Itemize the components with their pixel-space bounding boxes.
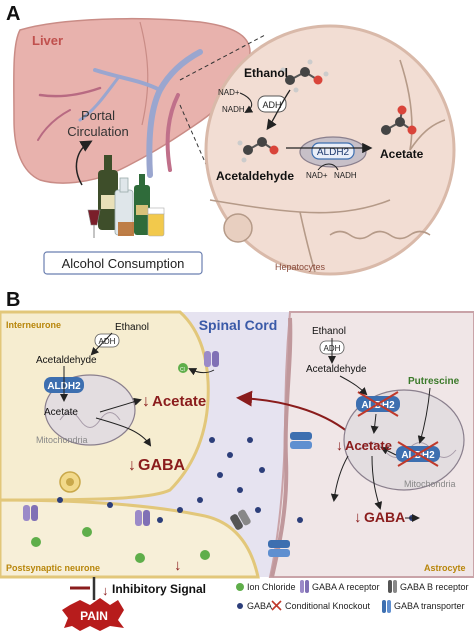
acetate-big-up-arrow: ↓ [142, 393, 150, 410]
acetate-right-down-arrow: ↓ [336, 437, 343, 453]
nad-plus-label-2: NAD+ [306, 171, 328, 180]
legend-knockout-icon [271, 600, 282, 611]
acetate-left-to-right-arrow [99, 397, 142, 413]
ethanol-molecule [280, 59, 329, 93]
mitochondrion-right [343, 389, 465, 491]
gaba-right-down-arrow: ↓ [354, 509, 362, 526]
hepatocytes-label: Hepatocytes [275, 262, 326, 272]
panel-b-label: B [6, 289, 20, 311]
alcohol-bottles-illustration [87, 155, 165, 238]
legend-gaba-icon [237, 603, 243, 609]
acetaldehyde-left-label: Acetaldehyde [36, 355, 97, 366]
acetaldehyde-right-label: Acetaldehyde [306, 364, 367, 375]
gaba-a-receptor-bottom-2 [135, 510, 150, 526]
knockout-x-1 [357, 391, 399, 417]
legend-gaba-label: GABA [247, 601, 272, 611]
ethanol-right-label: Ethanol [312, 326, 346, 337]
mitochondria-left-label: Mitochondria [36, 435, 88, 445]
postsynaptic-label: Postsynaptic neurone [6, 563, 100, 573]
adh-label: ADH [262, 100, 281, 110]
legend-gaba-transporter-icon [382, 600, 391, 613]
cl-label-1: Cl [180, 367, 185, 373]
putrescine-arrow [417, 387, 431, 444]
interneurone-label: Interneurone [6, 320, 61, 330]
nadh-label-2: NADH [334, 171, 357, 180]
aldh2-label: ALDH2 [317, 147, 350, 158]
portal-arrow [75, 140, 93, 186]
synaptic-vesicle-inner [66, 478, 74, 486]
portal-circulation-line1: Portal [81, 108, 115, 123]
alcohol-consumption-box [43, 251, 203, 275]
mitochondria-right-label: Mitochondria [404, 479, 456, 489]
nad-curve-2 [317, 163, 339, 171]
acetate-label: Acetate [380, 147, 424, 161]
legend-gaba-a-label: GABA A receptor [312, 582, 380, 592]
portal-circulation-line2: Circulation [67, 124, 128, 139]
putrescine-label: Putrescine [408, 376, 460, 387]
pain-label: PAIN [80, 609, 108, 623]
nad-plus-label-1: NAD+ [218, 88, 240, 97]
acetate-left-label: Acetate [44, 407, 78, 418]
astrocyte-label: Astrocyte [424, 563, 466, 573]
legend-gaba-a-icon [300, 580, 309, 593]
gaba-a-receptor-bottom-1 [23, 505, 38, 521]
acetate-right-label: Acetate [345, 438, 392, 453]
adh-left-box [94, 333, 120, 348]
legend-knockout-label: Conditional Knockout [285, 601, 371, 611]
legend-ion-chloride-label: Ion Chloride [247, 582, 296, 592]
acetaldehyde-molecule [237, 137, 279, 163]
acetate-to-gaba-right-arrow-2 [330, 455, 349, 502]
inhibitory-signal-label: Inhibitory Signal [112, 582, 206, 596]
alcohol-consumption-label: Alcohol Consumption [62, 256, 185, 271]
postsynaptic-down-arrow: ↓ [174, 557, 182, 574]
acetate-molecule [381, 105, 417, 135]
gaba-left-label: GABA [138, 457, 186, 474]
chloride-ions [31, 363, 210, 563]
aldh2-to-acetate-right [370, 413, 379, 434]
astrocyte-acetate-transfer-arrow [236, 390, 349, 433]
inhibitory-signal-down-arrow: ↓ [102, 583, 109, 598]
gaba-a-receptor-top [204, 351, 219, 367]
pain-burst [62, 598, 124, 631]
legend-gaba-transporter-label: GABA transporter [394, 601, 465, 611]
ethanol-label: Ethanol [244, 66, 288, 80]
ethanol-to-acetaldehyde-left [90, 332, 113, 356]
cl-entry-arrow [188, 368, 215, 376]
ethanol-left-label: Ethanol [115, 322, 149, 333]
aldh2-right-2-label: ALDH2 [401, 450, 435, 461]
postsynaptic-region [0, 498, 260, 579]
gaba-transporter-bottom [268, 540, 290, 557]
nadh-label-1: NADH [222, 105, 245, 114]
zoom-line-top [179, 34, 266, 81]
legend-gaba-b-label: GABA B receptor [400, 582, 469, 592]
nad-curve-1 [239, 92, 254, 114]
acetaldehyde-to-aldh2-right [339, 375, 368, 396]
liver-lobe-line [139, 21, 149, 126]
gaba-right-label: GABA [364, 509, 405, 525]
gaba-transporter-middle [290, 432, 312, 449]
legend-ion-chloride-icon [236, 583, 244, 591]
aldh2-2-to-acetate-right [380, 447, 397, 456]
hepatocyte-cell-borders [209, 59, 446, 273]
liver-vessels [37, 49, 203, 178]
adh-arrow [266, 89, 291, 131]
legend-gaba-b-icon [388, 580, 397, 593]
acetaldehyde-label: Acetaldehyde [216, 169, 294, 183]
aldh2-enzyme-box [311, 142, 355, 160]
spinal-cord-label: Spinal Cord [199, 317, 278, 333]
hepatocyte-nucleus [223, 213, 253, 243]
gaba-b-receptor [230, 509, 251, 530]
gaba-left-down-arrow: ↓ [128, 457, 136, 474]
acetate-to-gaba-right-arrow [371, 455, 383, 510]
liver-label: Liver [32, 33, 63, 48]
mitochondrion-left-cristae [59, 412, 121, 428]
aldh2-right-1-label: ALDH2 [361, 400, 395, 411]
adh-left-label: ADH [99, 337, 116, 346]
acetate-to-gaba-left-arrow [95, 417, 152, 447]
acetate-big-label: Acetate [152, 393, 206, 410]
panel-a-label: A [6, 3, 20, 25]
knockout-x-2 [397, 441, 439, 467]
